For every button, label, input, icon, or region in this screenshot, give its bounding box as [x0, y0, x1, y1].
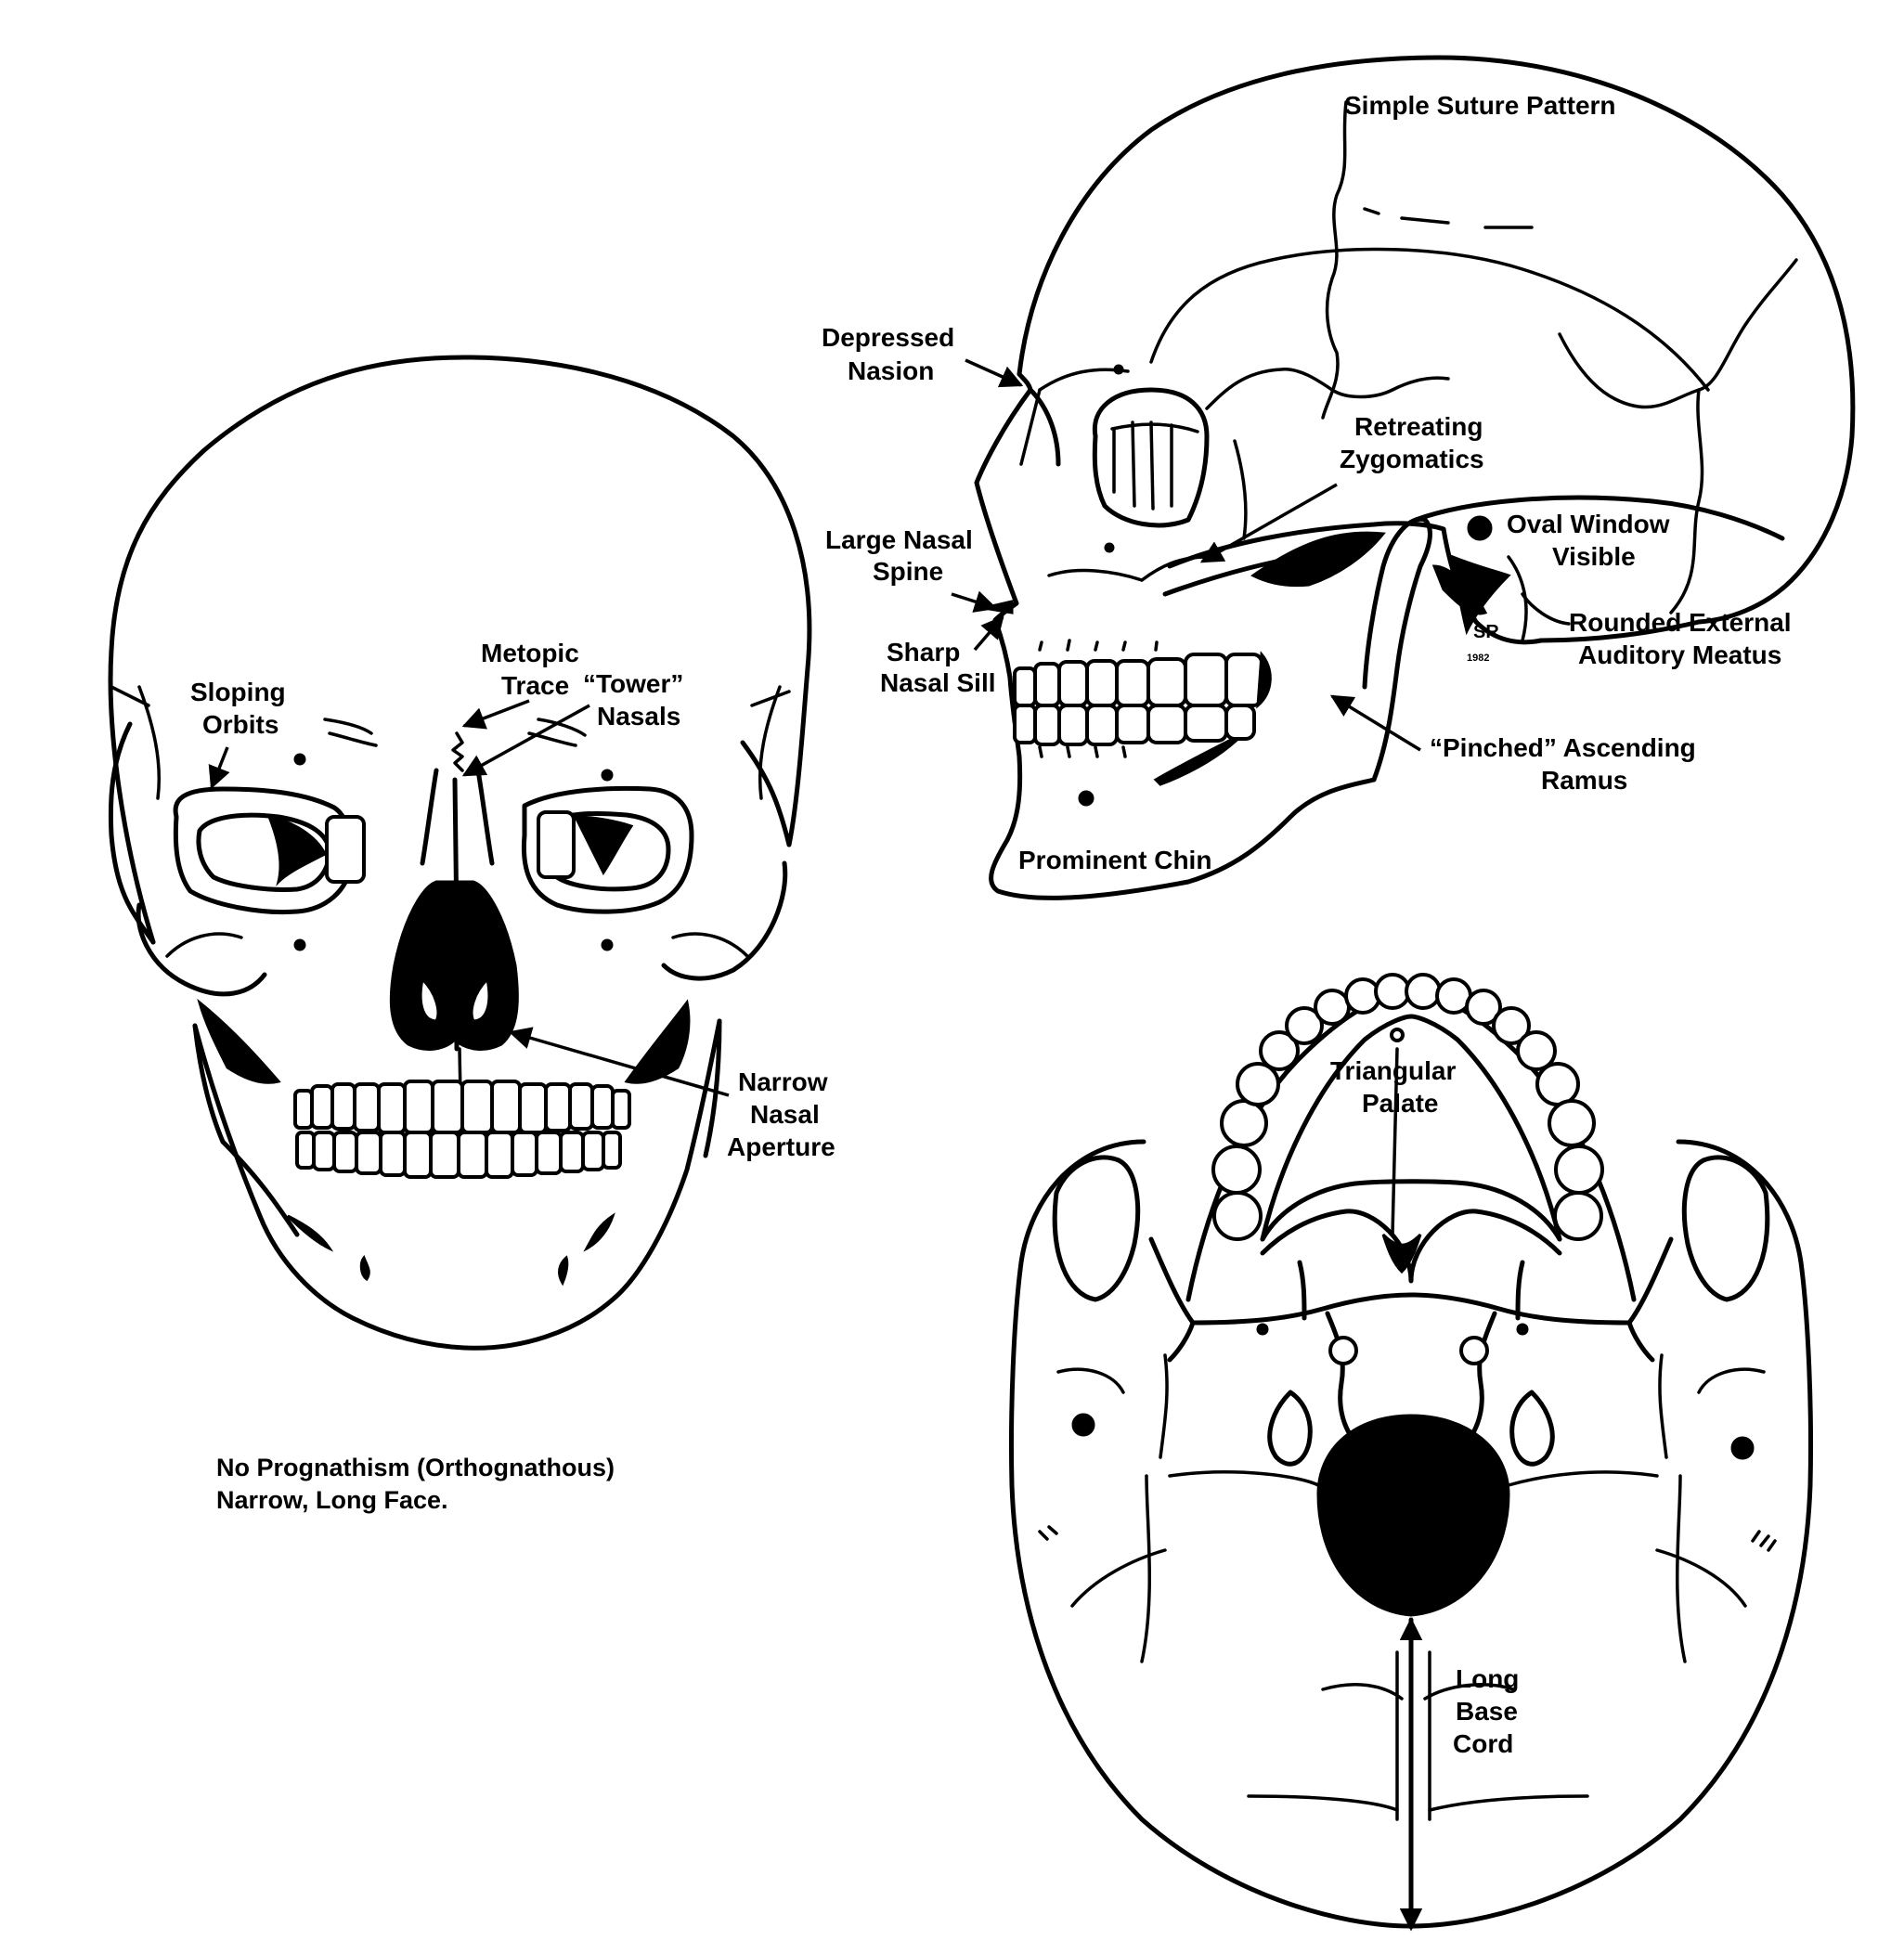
label-pinched-ramus-1: “Pinched” Ascending [1430, 733, 1696, 762]
label-prominent-chin: Prominent Chin [1018, 846, 1211, 874]
label-sloping-orbits-1: Sloping [190, 678, 286, 706]
label-metopic-trace-2: Trace [501, 671, 569, 700]
label-rounded-eam-1: Rounded External [1569, 608, 1792, 637]
frontal-caption-line-1: No Prognathism (Orthognathous) [216, 1454, 615, 1481]
label-tower-nasals-2: Nasals [597, 702, 680, 731]
label-depressed-nasion-2: Nasion [848, 356, 934, 385]
label-long-base-cord-1: Long [1456, 1664, 1519, 1693]
lateral-lower-teeth [1013, 704, 1256, 746]
artist-initials: SR [1473, 622, 1499, 642]
label-rounded-eam-2: Auditory Meatus [1578, 640, 1781, 669]
frontal-caption-line-2: Narrow, Long Face. [216, 1486, 448, 1514]
lateral-upper-teeth [1013, 653, 1263, 707]
frontal-skull-drawing [108, 355, 812, 1351]
label-large-nasal-spine-1: Large Nasal [825, 525, 973, 554]
label-simple-suture-pattern: Simple Suture Pattern [1344, 91, 1616, 120]
lateral-labels: Simple Suture Pattern Depressed Nasion R… [822, 91, 1792, 874]
basilar-labels: Triangular Palate Long Base Cord [1330, 1056, 1519, 1758]
label-sloping-orbits-2: Orbits [202, 710, 278, 739]
label-large-nasal-spine-2: Spine [873, 557, 943, 586]
label-narrow-nasal-aperture-3: Aperture [727, 1132, 835, 1161]
label-retreating-zygomatics-1: Retreating [1354, 412, 1483, 441]
basilar-dental-arch-teeth [1211, 973, 1604, 1241]
artist-date: 1982 [1467, 653, 1489, 664]
frontal-upper-teeth [293, 1080, 631, 1134]
label-retreating-zygomatics-2: Zygomatics [1340, 445, 1484, 473]
label-sharp-nasal-sill-2: Nasal Sill [880, 668, 996, 697]
frontal-labels: Sloping Orbits Metopic Trace “Tower” Nas… [190, 639, 835, 1514]
label-long-base-cord-2: Base [1456, 1697, 1518, 1726]
label-narrow-nasal-aperture-1: Narrow [738, 1067, 828, 1096]
foramen-magnum [1316, 1414, 1510, 1617]
frontal-lower-teeth [295, 1131, 622, 1179]
label-long-base-cord-3: Cord [1453, 1729, 1513, 1758]
label-narrow-nasal-aperture-2: Nasal [750, 1100, 820, 1129]
label-metopic-trace-1: Metopic [481, 639, 579, 667]
lateral-skull-drawing: SR 1982 [974, 55, 1856, 900]
basilar-skull-drawing [1008, 973, 1814, 1932]
label-pinched-ramus-2: Ramus [1541, 766, 1627, 795]
label-tower-nasals-1: “Tower” [583, 669, 683, 698]
label-sharp-nasal-sill-1: Sharp [887, 638, 960, 666]
label-triangular-palate-1: Triangular [1330, 1056, 1456, 1085]
label-oval-window-2: Visible [1552, 542, 1636, 571]
label-oval-window-1: Oval Window [1507, 510, 1670, 538]
label-triangular-palate-2: Palate [1362, 1089, 1439, 1118]
label-depressed-nasion-1: Depressed [822, 323, 954, 352]
